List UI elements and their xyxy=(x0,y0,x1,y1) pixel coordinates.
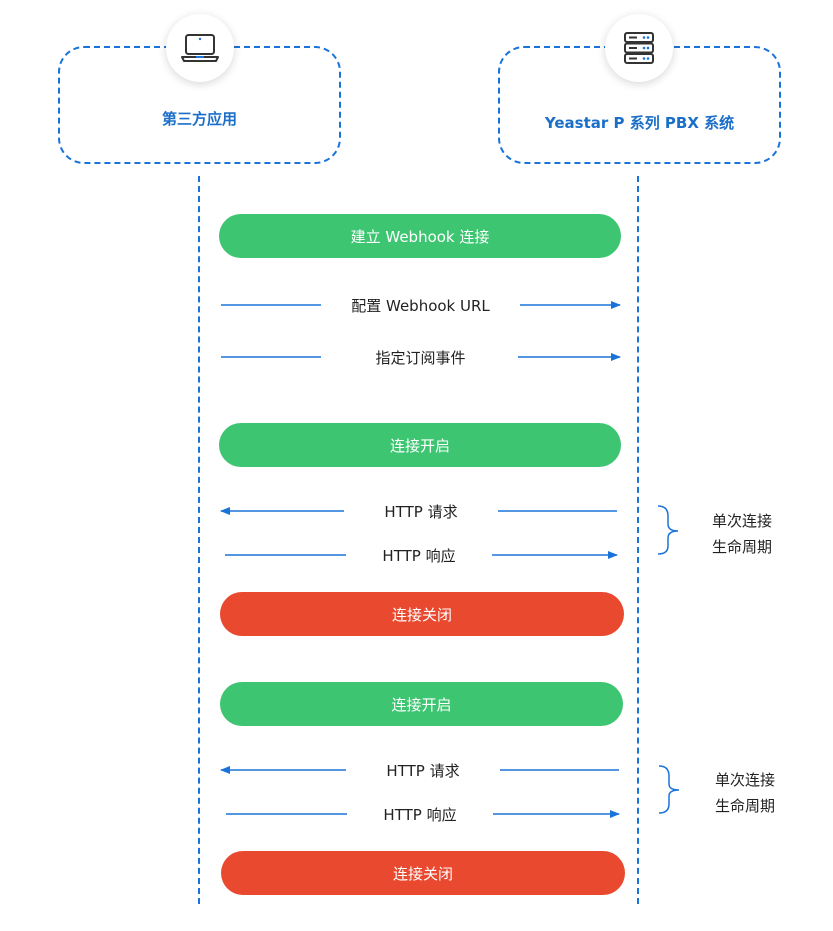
cycle-2-brace xyxy=(658,765,680,814)
laptop-icon-badge xyxy=(166,14,234,82)
cycle-1-note-line-2: 生命周期 xyxy=(711,538,772,556)
cycle-1-response-label: HTTP 响应 xyxy=(382,547,456,565)
laptop-icon xyxy=(181,34,219,62)
cycle-2-open-bar: 连接开启 xyxy=(220,682,623,726)
right-lifeline xyxy=(637,176,639,904)
pbx-system-label: Yeastar P 系列 PBX 系统 xyxy=(544,114,735,132)
cycle-2-response-label: HTTP 响应 xyxy=(383,806,457,824)
cycle-1-close-bar: 连接关闭 xyxy=(220,592,624,636)
cycle-2-note-line-2: 生命周期 xyxy=(714,797,775,815)
third-party-app-label: 第三方应用 xyxy=(161,110,237,128)
cycle-1-open-bar: 连接开启 xyxy=(219,423,621,467)
server-icon-badge xyxy=(605,14,673,82)
cycle-1-note: 单次连接 生命周期 xyxy=(694,508,790,560)
cycle-2-note-line-1: 单次连接 xyxy=(714,771,775,789)
left-lifeline xyxy=(198,176,200,904)
cycle-2-note: 单次连接 生命周期 xyxy=(697,767,793,819)
cycle-2-request-label: HTTP 请求 xyxy=(386,762,460,780)
cycle-1-brace xyxy=(657,505,679,555)
cycle-1-request-label: HTTP 请求 xyxy=(384,503,458,521)
config-url-label: 配置 Webhook URL xyxy=(351,297,490,315)
server-icon xyxy=(624,32,654,64)
cycle-1-note-line-1: 单次连接 xyxy=(711,512,772,530)
cycle-2-close-bar: 连接关闭 xyxy=(221,851,625,895)
subscribe-events-label: 指定订阅事件 xyxy=(375,349,466,367)
establish-webhook-bar: 建立 Webhook 连接 xyxy=(219,214,621,258)
